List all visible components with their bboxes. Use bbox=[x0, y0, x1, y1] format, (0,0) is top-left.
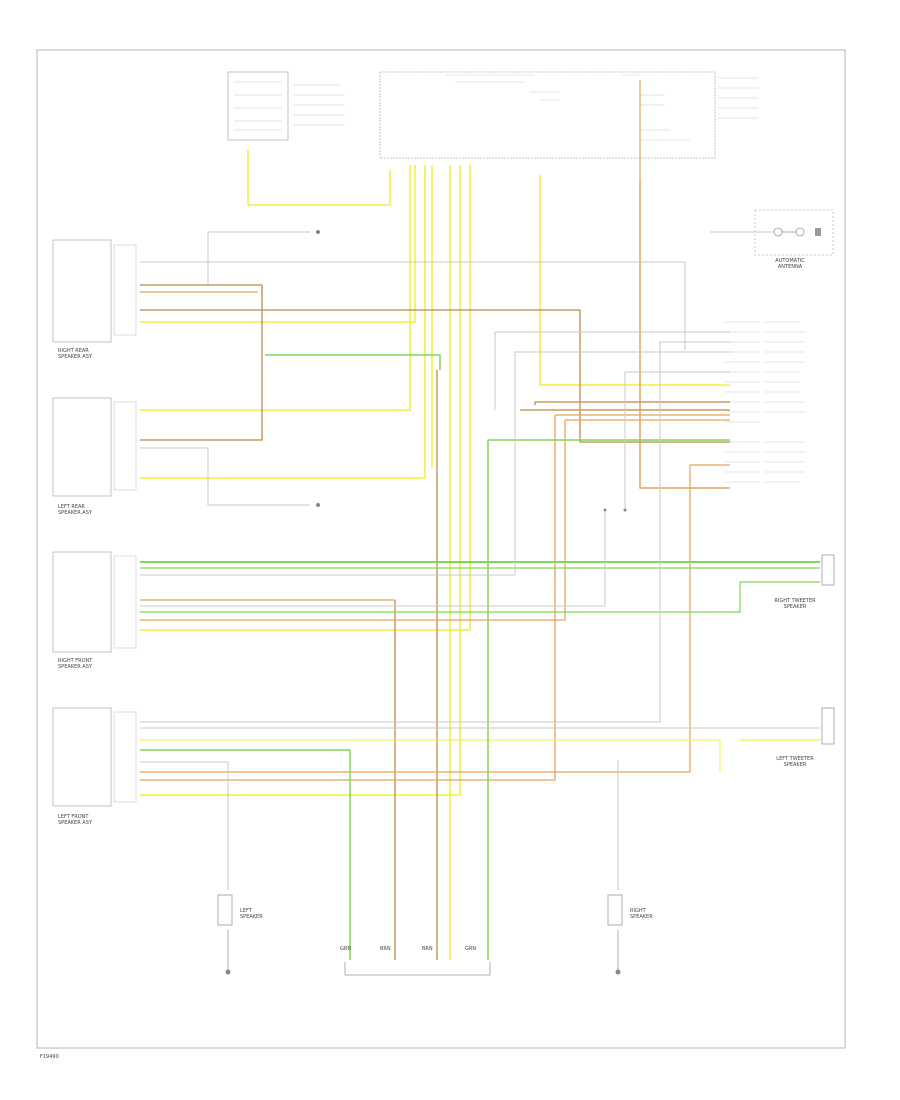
left-rear-speaker-assembly: LEFT REAR SPEAKER ASY bbox=[52, 397, 137, 516]
svg-text:LEFT FRONT: LEFT FRONT bbox=[58, 814, 89, 820]
radio-unit-box bbox=[379, 71, 758, 159]
svg-text:BRN: BRN bbox=[380, 946, 391, 952]
svg-text:SPEAKER: SPEAKER bbox=[784, 762, 807, 768]
svg-text:LEFT REAR: LEFT REAR bbox=[58, 504, 85, 510]
right-rear-speaker-assembly: RIGHT REAR SPEAKER ASY bbox=[52, 239, 137, 360]
left-speaker-ground: LEFT SPEAKER bbox=[217, 894, 263, 926]
svg-text:SPEAKER: SPEAKER bbox=[630, 914, 653, 920]
svg-text:LEFT: LEFT bbox=[240, 908, 253, 914]
svg-text:SPEAKER: SPEAKER bbox=[240, 914, 263, 920]
splice-points bbox=[225, 230, 627, 975]
svg-text:GRN: GRN bbox=[340, 946, 351, 952]
antenna-label: AUTOMATIC bbox=[775, 258, 805, 264]
svg-text:SPEAKER ASY: SPEAKER ASY bbox=[58, 664, 93, 670]
right-tweeter-speaker: RIGHT TWEETER SPEAKER bbox=[774, 554, 835, 610]
wire-set bbox=[140, 80, 820, 972]
svg-text:BRN: BRN bbox=[422, 946, 433, 952]
svg-text:SPEAKER: SPEAKER bbox=[784, 604, 807, 610]
svg-text:RIGHT REAR: RIGHT REAR bbox=[58, 348, 89, 354]
svg-text:SPEAKER ASY: SPEAKER ASY bbox=[58, 510, 93, 516]
svg-text:RIGHT: RIGHT bbox=[630, 908, 647, 914]
figure-id: F19490 bbox=[40, 1054, 59, 1060]
left-tweeter-speaker: LEFT TWEETER SPEAKER bbox=[776, 707, 835, 768]
antenna-component: AUTOMATIC ANTENNA bbox=[710, 209, 834, 270]
svg-text:GRN: GRN bbox=[465, 946, 476, 952]
left-front-speaker-assembly: LEFT FRONT SPEAKER ASY bbox=[52, 707, 137, 826]
top-left-connector-box bbox=[227, 71, 345, 141]
bottom-junction: GRN BRN BRN GRN bbox=[340, 946, 491, 976]
svg-text:LEFT TWEETER: LEFT TWEETER bbox=[776, 756, 814, 762]
right-connector-block bbox=[725, 321, 805, 483]
svg-text:RIGHT FRONT: RIGHT FRONT bbox=[58, 658, 93, 664]
right-speaker-ground: RIGHT SPEAKER bbox=[607, 894, 653, 926]
diagram-frame bbox=[36, 49, 846, 1049]
right-front-speaker-assembly: RIGHT FRONT SPEAKER ASY bbox=[52, 551, 137, 670]
svg-text:ANTENNA: ANTENNA bbox=[778, 264, 803, 270]
svg-text:SPEAKER ASY: SPEAKER ASY bbox=[58, 354, 93, 360]
svg-text:RIGHT TWEETER: RIGHT TWEETER bbox=[774, 598, 816, 604]
svg-text:SPEAKER ASY: SPEAKER ASY bbox=[58, 820, 93, 826]
